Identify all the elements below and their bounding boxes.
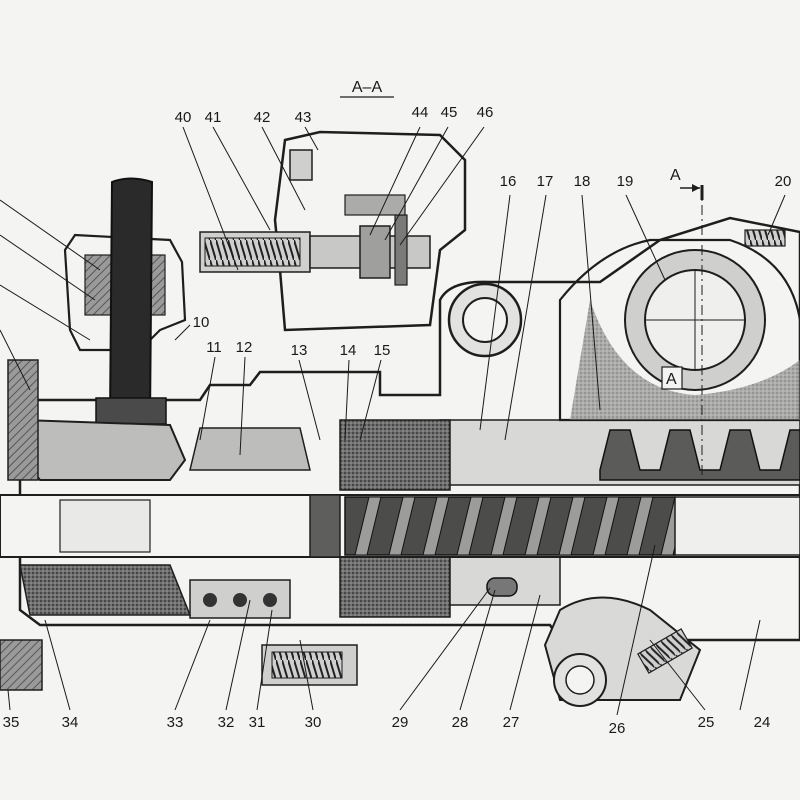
- callout-11: 11: [206, 339, 222, 356]
- callout-33: 33: [167, 714, 184, 731]
- callout-43: 43: [295, 109, 312, 126]
- callout-14: 14: [340, 342, 357, 359]
- callout-18: 18: [574, 173, 591, 190]
- callout-42: 42: [254, 109, 271, 126]
- lower-bearings: [0, 564, 358, 691]
- callout-12: 12: [236, 339, 253, 356]
- callout-46: 46: [477, 104, 494, 121]
- callout-27: 27: [503, 714, 520, 731]
- worm-thread-flight: [490, 496, 518, 556]
- callout-41: 41: [205, 109, 222, 126]
- callout-16: 16: [500, 173, 517, 190]
- callout-13: 13: [291, 342, 308, 359]
- callout-29: 29: [392, 714, 409, 731]
- callout-numbers: 40 41 42 43 44 45 46 16 17 18 19 20 10 1…: [3, 104, 792, 737]
- callout-24: 24: [754, 714, 771, 731]
- callout-35: 35: [3, 714, 20, 731]
- worm-thread-flight: [354, 496, 382, 556]
- worm-thread-flight: [456, 496, 484, 556]
- input-shaft-assembly: [7, 177, 187, 481]
- leader-lines: [0, 126, 786, 716]
- worm-thread-flight: [626, 496, 654, 556]
- callout-28: 28: [452, 714, 469, 731]
- worm-thread-flight: [524, 496, 552, 556]
- callout-20: 20: [775, 173, 792, 190]
- section-line: [680, 184, 704, 480]
- worm-thread-flight: [388, 496, 416, 556]
- worm-thread-flight: [558, 496, 586, 556]
- section-marker: A: [670, 167, 681, 184]
- section-marker-body: A: [666, 371, 677, 388]
- sector-housing: [558, 229, 800, 481]
- mounting-eye-lower: [486, 577, 702, 707]
- callout-30: 30: [305, 714, 322, 731]
- callout-19: 19: [617, 173, 634, 190]
- callout-40: 40: [175, 109, 192, 126]
- valve-block: [199, 130, 467, 332]
- callout-25: 25: [698, 714, 715, 731]
- callout-10: 10: [193, 314, 210, 331]
- callout-31: 31: [249, 714, 266, 731]
- callout-34: 34: [62, 714, 79, 731]
- callout-17: 17: [537, 173, 554, 190]
- worm-thread-flight: [422, 496, 450, 556]
- section-title: A–A: [352, 79, 383, 96]
- callout-44: 44: [412, 104, 429, 121]
- worm-thread-flight: [592, 496, 620, 556]
- callout-32: 32: [218, 714, 235, 731]
- callout-15: 15: [374, 342, 391, 359]
- worm-shaft: [0, 494, 800, 558]
- mounting-eye-upper: [447, 282, 523, 358]
- callout-26: 26: [609, 720, 626, 737]
- callout-45: 45: [441, 104, 458, 121]
